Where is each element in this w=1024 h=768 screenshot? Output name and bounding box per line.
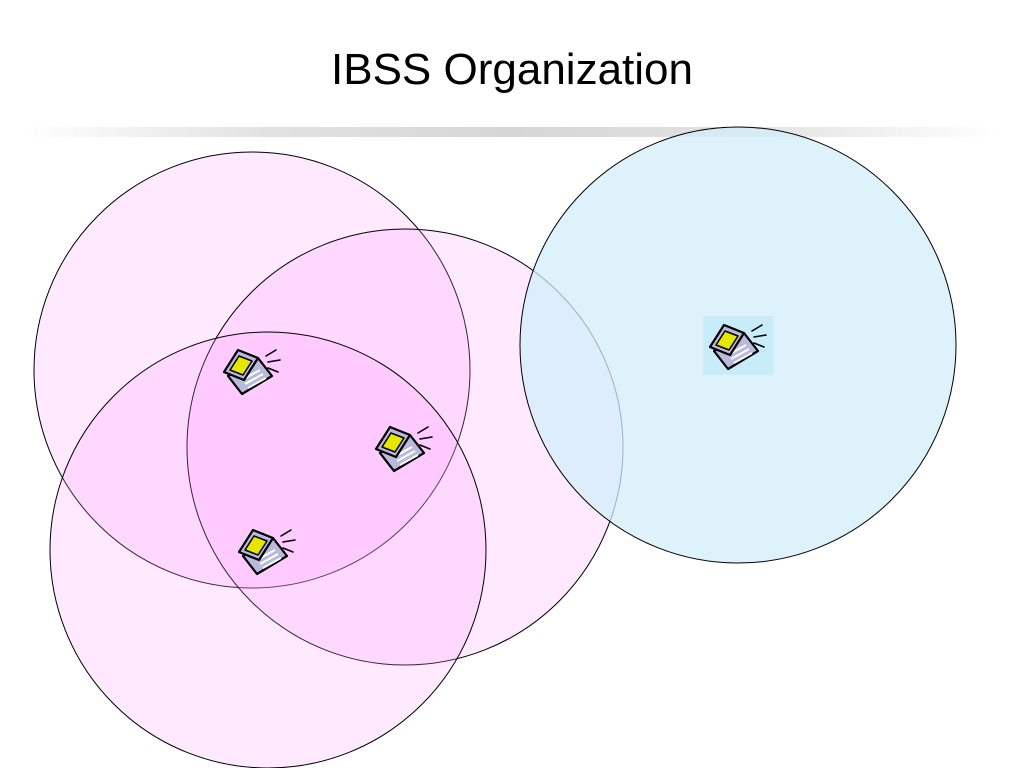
title-divider	[20, 127, 1000, 137]
page-title: IBSS Organization	[331, 45, 693, 94]
